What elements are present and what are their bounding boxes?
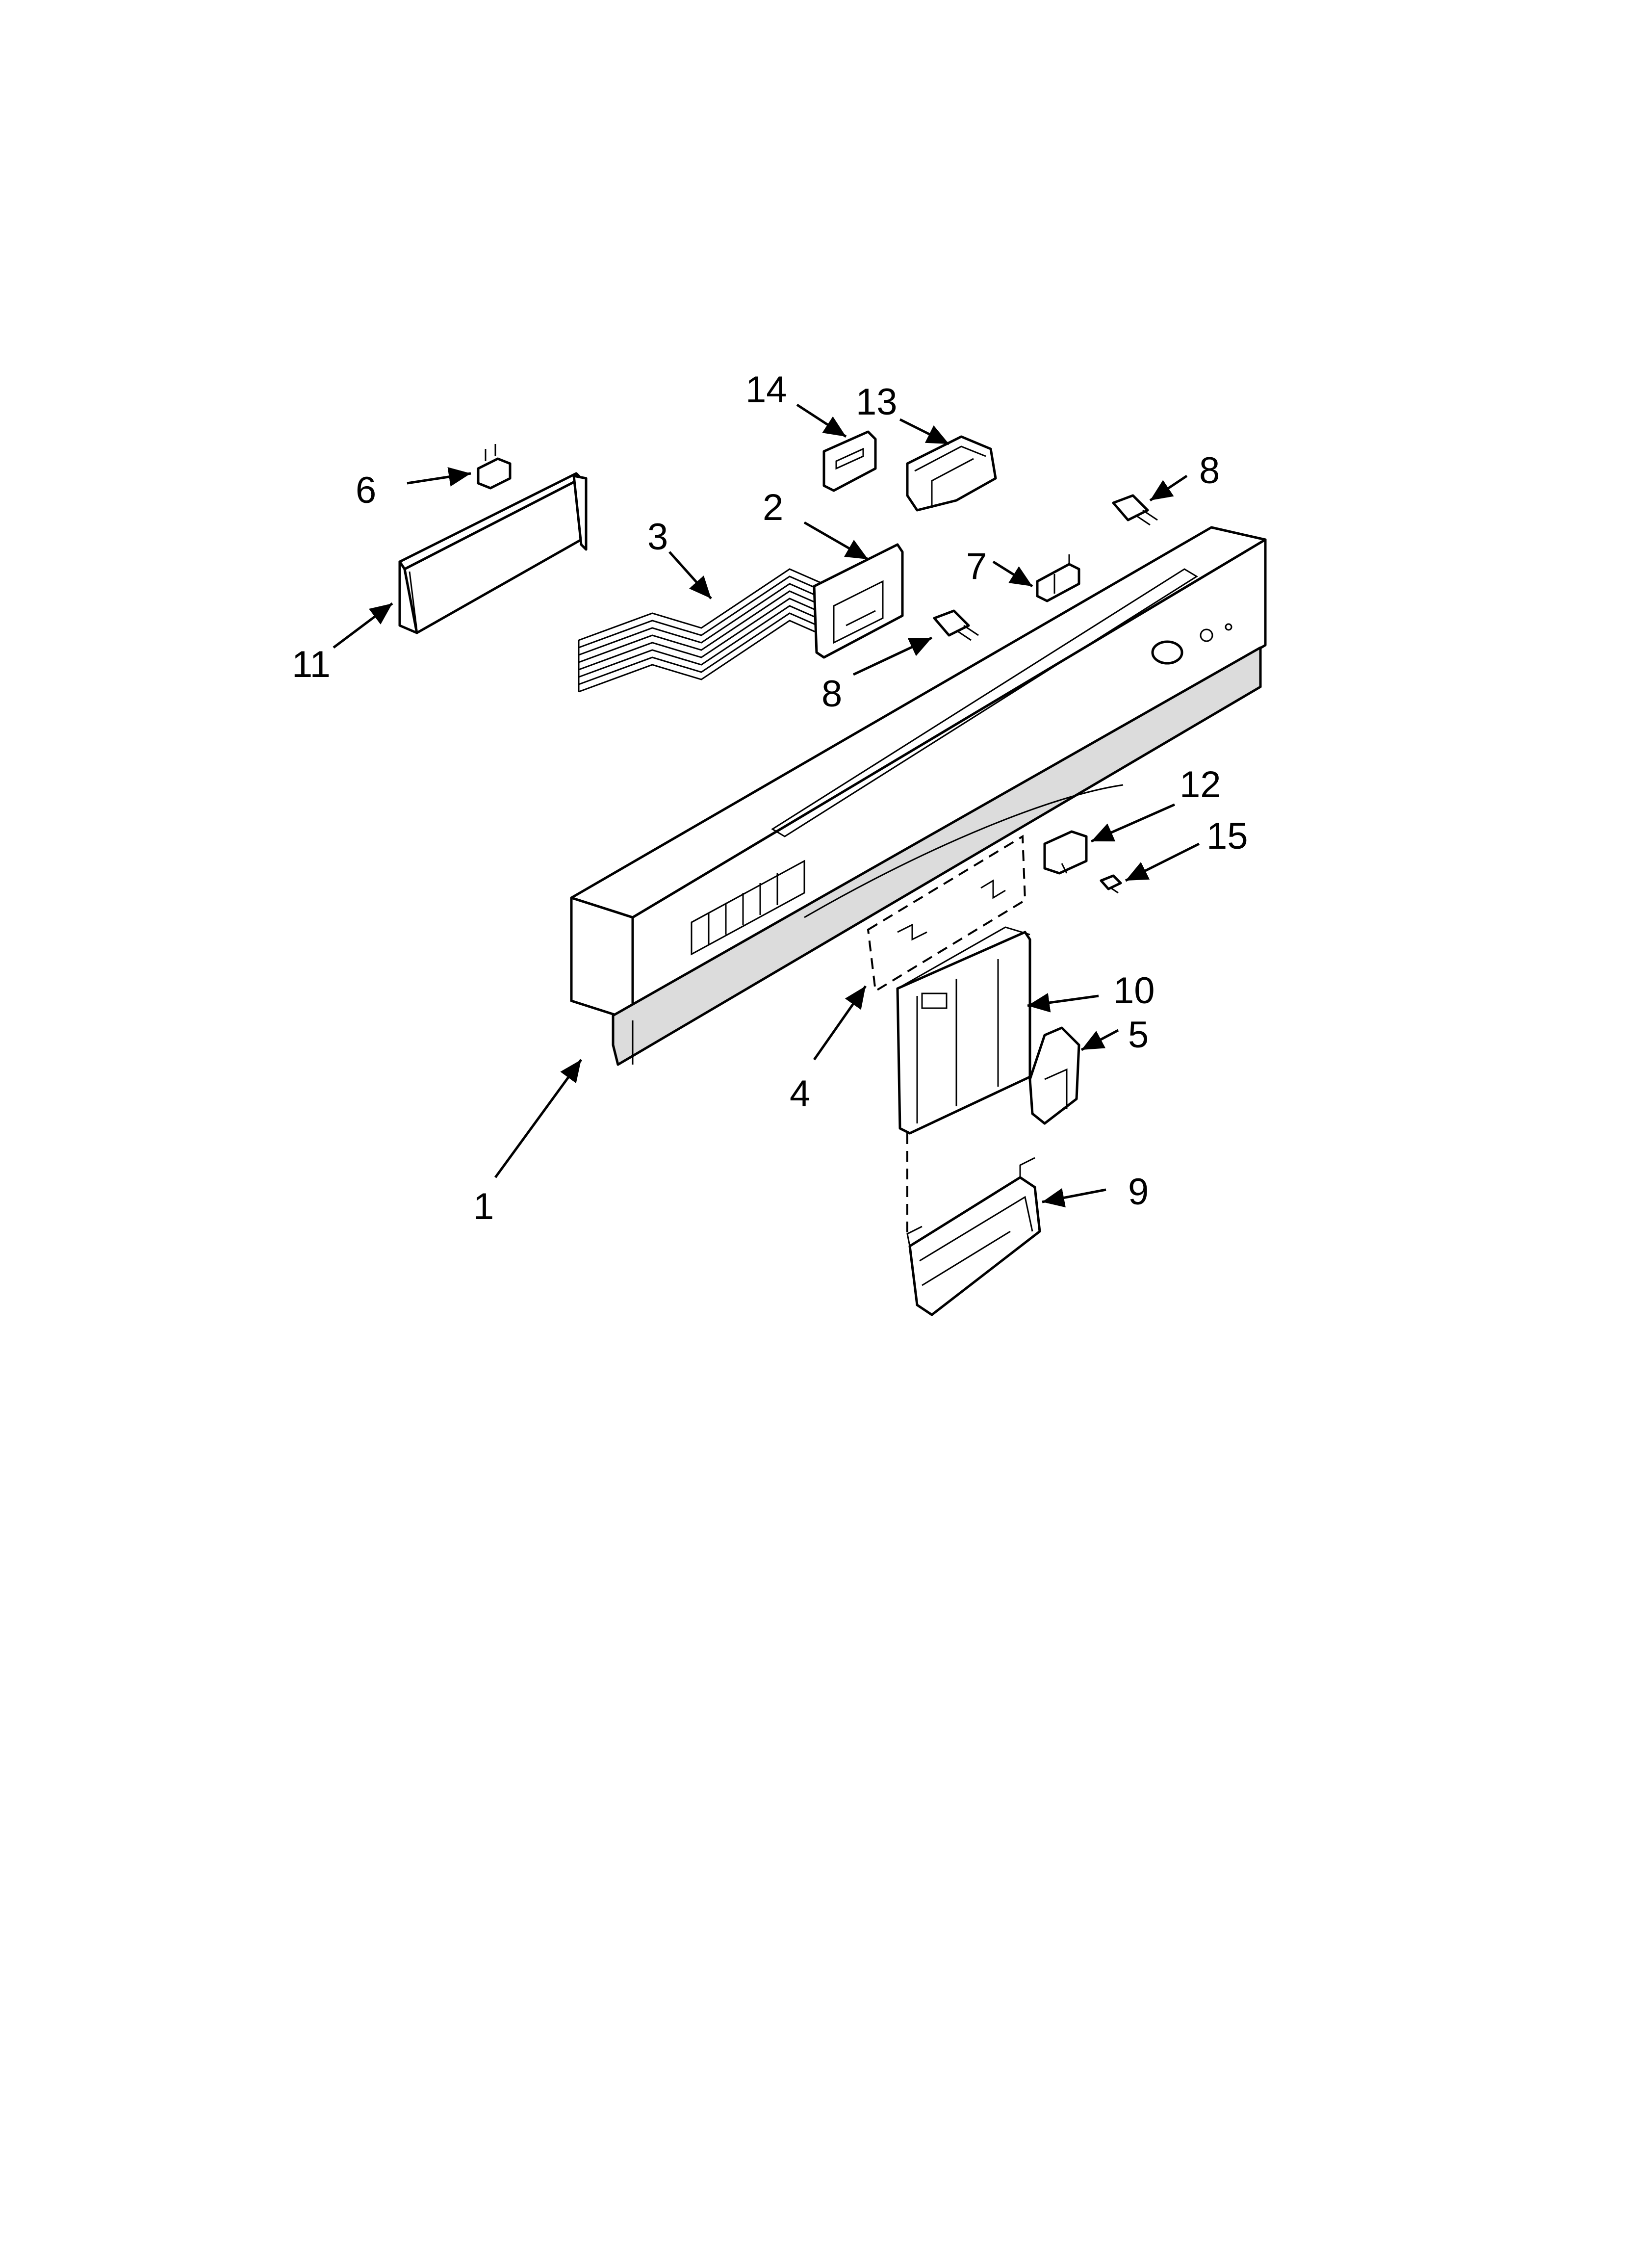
callout-8-top: 8 xyxy=(1199,450,1220,492)
leader-2 xyxy=(803,521,869,561)
part-clip-6 xyxy=(477,444,512,490)
part-clip-7 xyxy=(1036,554,1080,602)
leader-5 xyxy=(1080,1029,1119,1051)
leader-8-mid xyxy=(852,636,933,676)
part-board-housing xyxy=(398,472,588,634)
leader-12 xyxy=(1090,803,1176,843)
part-ribbon-cable xyxy=(578,568,830,693)
part-console-panel xyxy=(570,526,1267,1066)
callout-8-mid: 8 xyxy=(821,673,842,715)
leader-8-top xyxy=(1149,474,1188,502)
callout-10: 10 xyxy=(1113,970,1155,1012)
leader-13 xyxy=(899,418,950,445)
leader-lines xyxy=(333,403,1200,1208)
leader-3 xyxy=(668,551,712,600)
leader-6 xyxy=(407,467,471,487)
part-label-14 xyxy=(822,430,877,492)
callout-4: 4 xyxy=(790,1073,810,1115)
callout-11: 11 xyxy=(292,644,331,685)
part-screw-15 xyxy=(1100,874,1122,894)
part-housing-10 xyxy=(896,926,1031,1135)
part-switch-12 xyxy=(1043,830,1088,875)
part-latch-5 xyxy=(1028,1026,1080,1125)
leader-14 xyxy=(796,403,847,438)
callout-14: 14 xyxy=(745,369,787,411)
callout-13: 13 xyxy=(856,381,898,423)
callout-6: 6 xyxy=(356,469,376,511)
part-holder-13 xyxy=(906,435,997,512)
leader-9 xyxy=(1042,1188,1106,1208)
part-screw-8-top xyxy=(1112,494,1158,526)
callout-12: 12 xyxy=(1180,764,1221,806)
callout-5: 5 xyxy=(1128,1014,1149,1056)
part-handle-9 xyxy=(906,1157,1041,1316)
part-bracket-2 xyxy=(813,543,904,659)
leader-4 xyxy=(813,985,867,1061)
callout-15: 15 xyxy=(1206,815,1248,857)
leader-15 xyxy=(1125,842,1200,882)
callout-labels: 1 2 3 4 5 6 7 8 8 9 10 11 12 13 14 15 xyxy=(292,369,1248,1227)
callout-7: 7 xyxy=(966,546,987,587)
part-dashed-outline-4 xyxy=(867,834,1026,993)
leader-7 xyxy=(992,560,1033,588)
leader-10 xyxy=(1027,993,1099,1013)
part-screw-8-mid xyxy=(933,609,979,641)
callout-1: 1 xyxy=(473,1186,494,1227)
leader-11 xyxy=(333,602,393,649)
leader-1 xyxy=(494,1059,583,1178)
callout-9: 9 xyxy=(1128,1171,1149,1213)
callout-3: 3 xyxy=(647,516,668,558)
callout-2: 2 xyxy=(763,487,783,528)
